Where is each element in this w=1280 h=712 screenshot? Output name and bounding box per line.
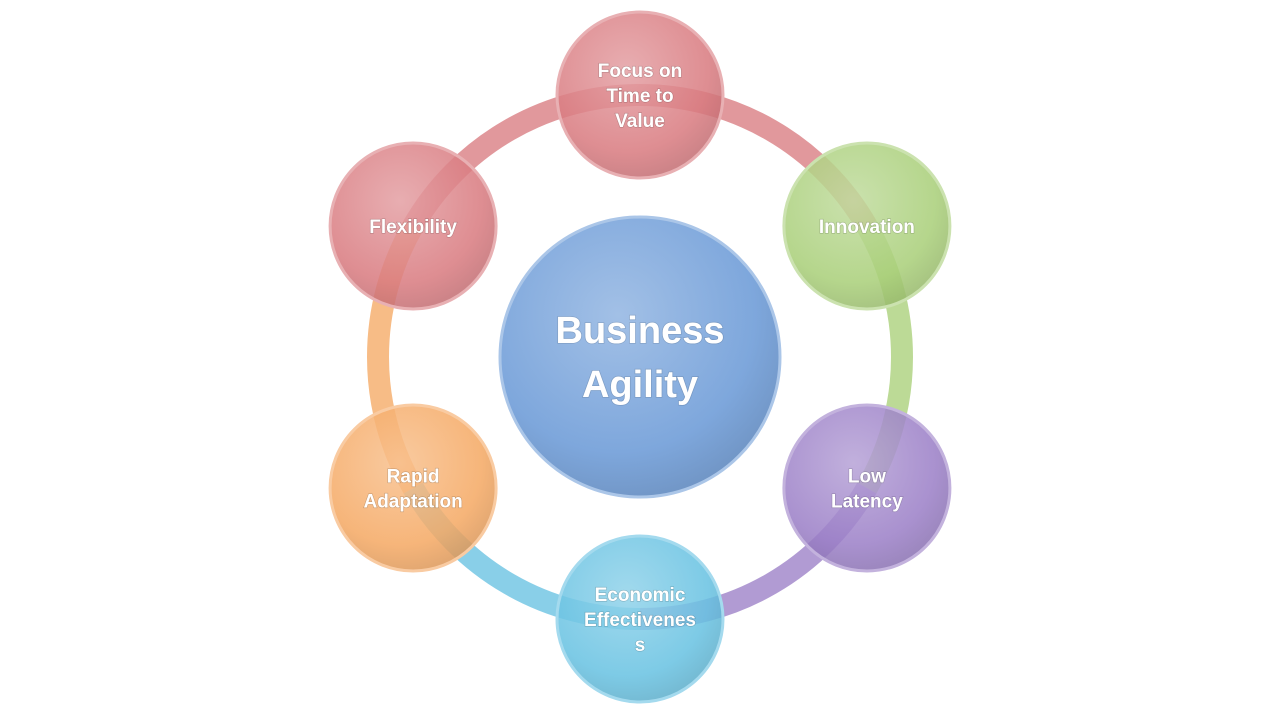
node-label-line: s: [635, 635, 646, 656]
node-label-line: Adaptation: [363, 492, 462, 513]
node-circle: [782, 141, 952, 311]
center-label-line: Agility: [582, 364, 698, 406]
node-label: Focus on Time to Value: [598, 61, 682, 132]
node-label-line: Flexibility: [369, 217, 457, 238]
node-label: Flexibility: [369, 217, 457, 238]
node-label-line: Economic: [595, 585, 686, 606]
node-circle: [328, 403, 498, 573]
center-label-line: Business: [556, 310, 725, 352]
node-label: Innovation: [819, 217, 915, 238]
node-innovation: Innovation: [782, 141, 952, 311]
node-label-line: Value: [615, 111, 665, 132]
node-label-line: Low: [848, 467, 886, 488]
node-label-line: Focus on: [598, 61, 682, 82]
node-label-line: Time to: [606, 86, 673, 107]
node-focus-on-time-to-value: Focus on Time to Value: [555, 10, 725, 180]
node-flexibility: Flexibility: [328, 141, 498, 311]
node-label-line: Rapid: [387, 467, 440, 488]
node-circle: [782, 403, 952, 573]
node-label-line: Innovation: [819, 217, 915, 238]
center-circle: [498, 215, 782, 499]
node-circle: [555, 10, 725, 180]
node-circle: [328, 141, 498, 311]
node-circle: [555, 534, 725, 704]
node-label-line: Effectivenes: [584, 610, 696, 631]
node-label-line: Latency: [831, 492, 903, 513]
